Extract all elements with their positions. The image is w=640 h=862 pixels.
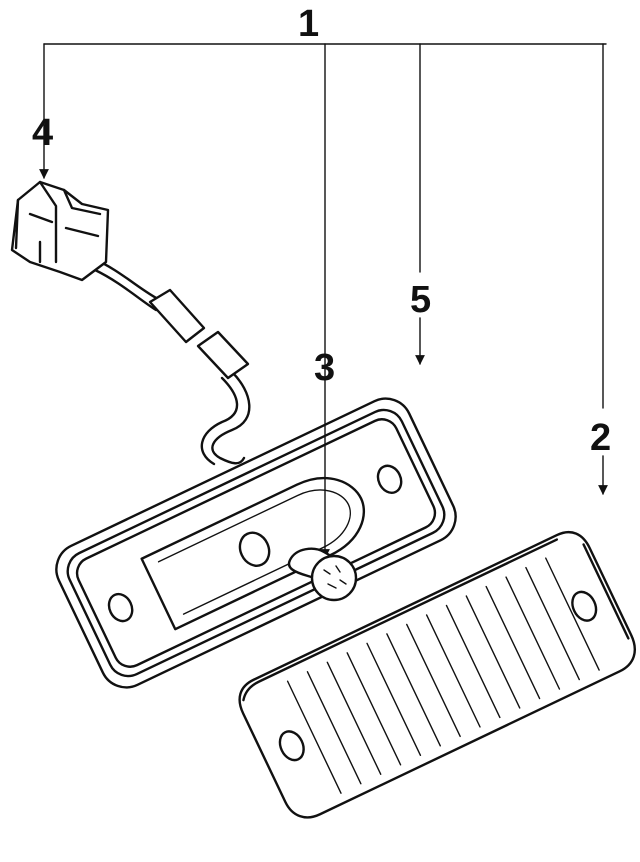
wire-sleeve-upper bbox=[148, 288, 206, 344]
wire-lower bbox=[211, 370, 251, 465]
lens-part bbox=[238, 530, 636, 819]
housing-face bbox=[75, 418, 437, 668]
lens-hole-right bbox=[571, 590, 598, 622]
connector-part bbox=[10, 180, 251, 466]
callout-3: 3 bbox=[314, 347, 335, 389]
lens-body bbox=[238, 530, 636, 819]
callout-2: 2 bbox=[590, 417, 611, 459]
bulb-glass bbox=[310, 554, 358, 602]
housing-gasket bbox=[55, 397, 457, 689]
lens-hole-left bbox=[278, 730, 305, 762]
callout-1: 1 bbox=[298, 3, 319, 45]
callout-4: 4 bbox=[32, 112, 53, 154]
bulb-part bbox=[287, 547, 358, 602]
connector-housing bbox=[10, 180, 110, 282]
mounting-hole-right bbox=[376, 464, 403, 494]
lens-ribs bbox=[286, 557, 600, 794]
gasket-outline bbox=[55, 397, 457, 689]
lens-top-edge bbox=[242, 538, 559, 702]
wire-sleeve-lower bbox=[196, 330, 250, 380]
callout-5: 5 bbox=[410, 279, 431, 321]
leader-lines bbox=[39, 43, 608, 559]
reflector-window bbox=[140, 476, 366, 631]
bulb-filament bbox=[323, 565, 347, 589]
socket-hole bbox=[238, 531, 271, 567]
mounting-hole-left bbox=[107, 592, 134, 623]
